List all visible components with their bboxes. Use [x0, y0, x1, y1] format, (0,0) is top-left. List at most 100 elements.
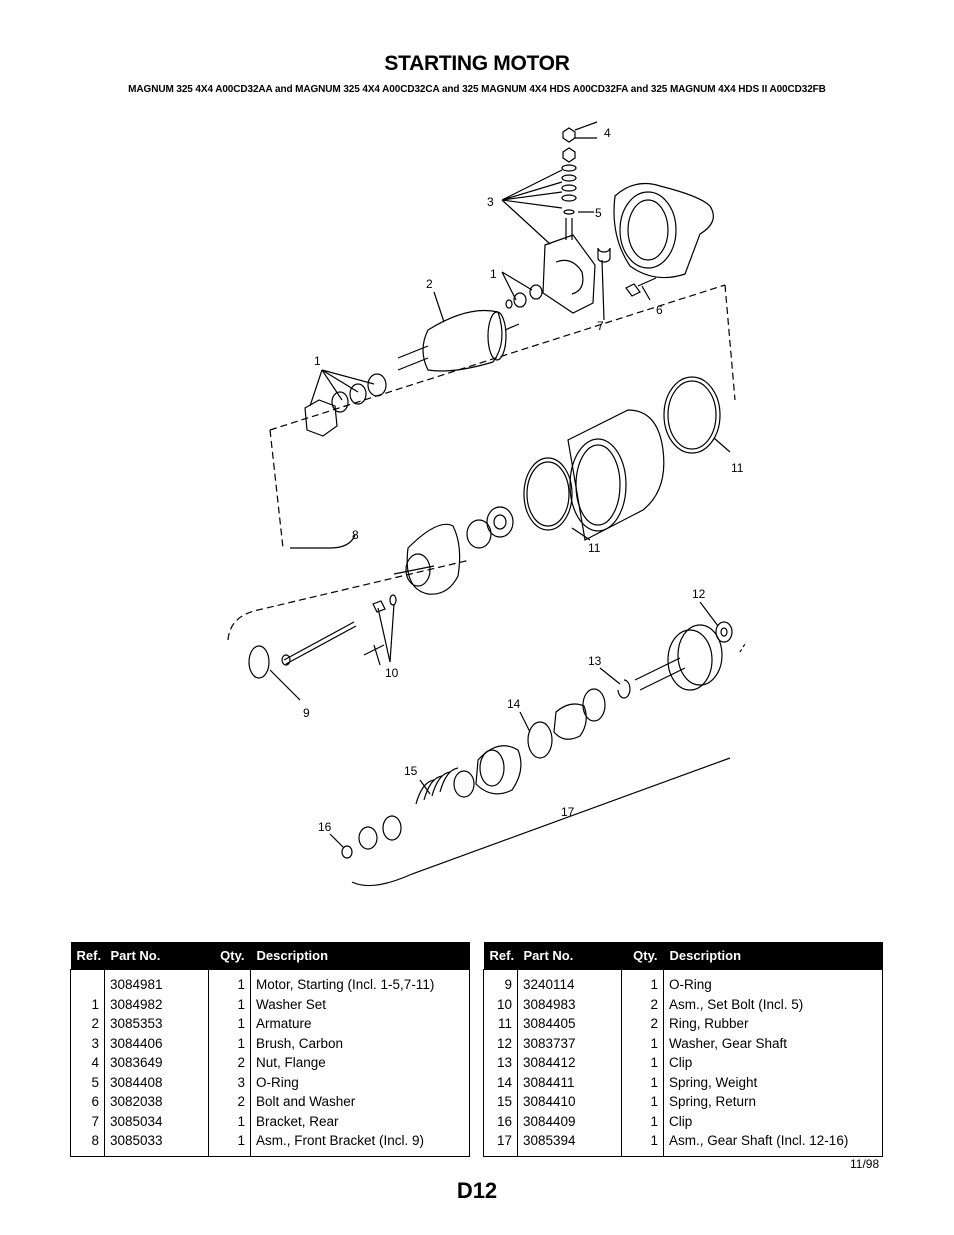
cell-description: Bracket, Rear: [250, 1111, 470, 1131]
cell-part-no: 3084408: [104, 1072, 209, 1092]
cell-description: Washer Set: [250, 994, 470, 1014]
callout-1-top: 1: [490, 267, 497, 281]
cell-part-no: 3085033: [104, 1131, 209, 1156]
cell-ref: 17: [483, 1131, 518, 1156]
cell-ref: [70, 975, 105, 995]
cell-ref: 15: [483, 1092, 518, 1112]
cell-part-no: 3085034: [104, 1111, 209, 1131]
header-ref: Ref.: [70, 942, 105, 970]
cell-qty: 3: [208, 1072, 251, 1092]
cell-part-no: 3085394: [517, 1131, 622, 1156]
cell-ref: 8: [70, 1131, 105, 1156]
callout-9: 9: [303, 706, 310, 720]
cell-ref: 4: [70, 1053, 105, 1073]
cell-qty: 1: [208, 994, 251, 1014]
cell-description: Brush, Carbon: [250, 1033, 470, 1053]
cell-description: O-Ring: [250, 1072, 470, 1092]
cell-qty: 1: [621, 1072, 664, 1092]
callout-13: 13: [588, 654, 602, 668]
cell-part-no: 3084411: [517, 1072, 622, 1092]
cell-part-no: 3084409: [517, 1111, 622, 1131]
cell-part-no: 3084405: [517, 1014, 622, 1034]
cell-description: Spring, Return: [663, 1092, 883, 1112]
cell-qty: 1: [621, 1131, 664, 1156]
page-title: STARTING MOTOR: [384, 52, 570, 75]
cell-qty: 1: [208, 1033, 251, 1053]
callout-14: 14: [507, 697, 521, 711]
cell-qty: 2: [621, 994, 664, 1014]
cell-ref: 1: [70, 994, 105, 1014]
cell-description: Clip: [663, 1111, 883, 1131]
callout-11-lower: 11: [588, 541, 601, 555]
cell-qty: 1: [621, 1033, 664, 1053]
exploded-parts-diagram: 1 1 2 3 4 5 6 7 8 9 10 11 11 12 13 14 15…: [227, 121, 746, 887]
cell-ref: 3: [70, 1033, 105, 1053]
cell-part-no: 3083649: [104, 1053, 209, 1073]
callout-12: 12: [692, 587, 706, 601]
cell-qty: 1: [208, 1111, 251, 1131]
cell-description: Washer, Gear Shaft: [663, 1033, 883, 1053]
callout-15: 15: [404, 764, 418, 778]
cell-part-no: 3084410: [517, 1092, 622, 1112]
header-qty: Qty.: [621, 942, 664, 970]
page-number: D12: [456, 1178, 498, 1203]
header-qty: Qty.: [208, 942, 251, 970]
cell-ref: 5: [70, 1072, 105, 1092]
cell-description: Clip: [663, 1053, 883, 1073]
callout-10: 10: [385, 666, 399, 680]
callout-8: 8: [352, 528, 359, 542]
cell-qty: 1: [621, 1111, 664, 1131]
callout-2: 2: [426, 277, 433, 291]
cell-qty: 2: [208, 1053, 251, 1073]
cell-qty: 1: [621, 975, 664, 995]
cell-qty: 2: [621, 1014, 664, 1034]
callout-7: 7: [597, 319, 604, 333]
cell-ref: 16: [483, 1111, 518, 1131]
model-subtitle: MAGNUM 325 4X4 A00CD32AA and MAGNUM 325 …: [128, 84, 826, 95]
cell-description: Asm., Set Bolt (Incl. 5): [663, 994, 883, 1014]
callout-11-top: 11: [731, 461, 744, 475]
cell-ref: 6: [70, 1092, 105, 1112]
callout-6: 6: [656, 303, 663, 317]
header-ref: Ref.: [483, 942, 518, 970]
callout-4: 4: [604, 126, 611, 140]
table-header-row: Ref. Part No. Qty. Description: [483, 942, 883, 970]
cell-description: Ring, Rubber: [663, 1014, 883, 1034]
cell-qty: 1: [208, 1014, 251, 1034]
header-part-no: Part No.: [517, 942, 622, 970]
header-description: Description: [250, 942, 470, 970]
table-header-row: Ref. Part No. Qty. Description: [70, 942, 470, 970]
cell-ref: 2: [70, 1014, 105, 1034]
cell-description: Asm., Front Bracket (Incl. 9): [250, 1131, 470, 1156]
callout-16: 16: [318, 820, 332, 834]
cell-qty: 2: [208, 1092, 251, 1112]
cell-description: Armature: [250, 1014, 470, 1034]
cell-description: Motor, Starting (Incl. 1-5,7-11): [250, 975, 470, 995]
cell-ref: 12: [483, 1033, 518, 1053]
cell-part-no: 3083737: [517, 1033, 622, 1053]
table-spacer-row: [70, 969, 470, 975]
cell-part-no: 3085353: [104, 1014, 209, 1034]
cell-ref: 14: [483, 1072, 518, 1092]
cell-ref: 13: [483, 1053, 518, 1073]
cell-description: Asm., Gear Shaft (Incl. 12-16): [663, 1131, 883, 1156]
cell-part-no: 3084982: [104, 994, 209, 1014]
cell-description: O-Ring: [663, 975, 883, 995]
callout-1-lower: 1: [314, 354, 321, 368]
